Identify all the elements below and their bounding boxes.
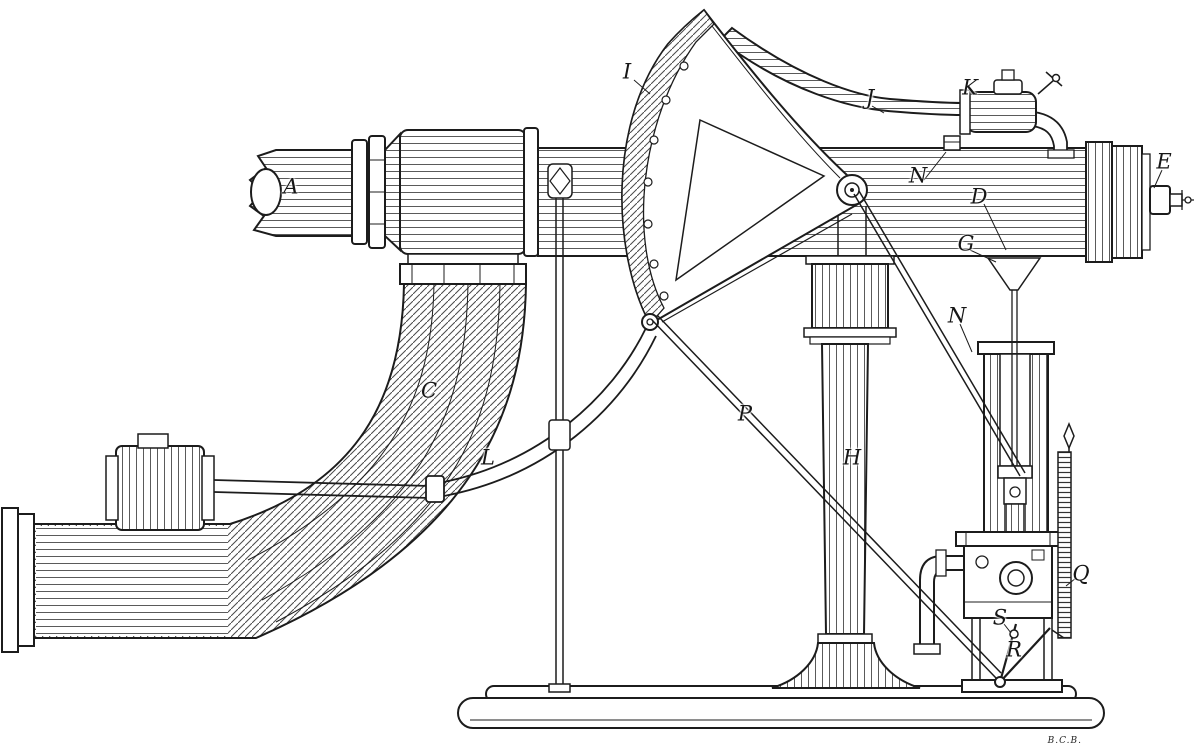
part-label-a: A [283, 174, 299, 199]
part-label-n-lower: N [947, 303, 967, 328]
support-column-h [771, 206, 921, 689]
sector-lever-i [621, 8, 868, 331]
valve-block [913, 531, 1063, 693]
part-label-s: S [992, 605, 1008, 630]
valve-k [959, 69, 1075, 159]
part-label-c: C [420, 378, 438, 403]
crank-r-s [994, 623, 1051, 688]
part-label-l: L [481, 445, 495, 470]
elbow-downpipe-c [1, 283, 528, 653]
vertical-cylinder [977, 290, 1055, 535]
base-platform [457, 685, 1105, 729]
part-label-h: H [842, 445, 862, 470]
curved-link-l [443, 327, 657, 497]
part-label-r: R [1006, 637, 1022, 662]
rods-n-p [651, 190, 1026, 679]
part-label-i: I [622, 59, 632, 84]
part-label-q: Q [1072, 561, 1090, 586]
part-label-j: J [865, 85, 875, 110]
part-label-d: D [970, 184, 988, 209]
part-label-g: G [957, 231, 975, 256]
leader-lines [633, 79, 1163, 634]
part-label-p: P [737, 401, 753, 426]
rack-q [1051, 422, 1075, 639]
part-label-n-upper: N [908, 163, 928, 188]
engraver-signature: B.C.B. [1047, 736, 1082, 746]
part-label-e: E [1156, 149, 1172, 174]
part-label-k: K [962, 75, 978, 100]
intake-pipe-a [248, 127, 539, 285]
